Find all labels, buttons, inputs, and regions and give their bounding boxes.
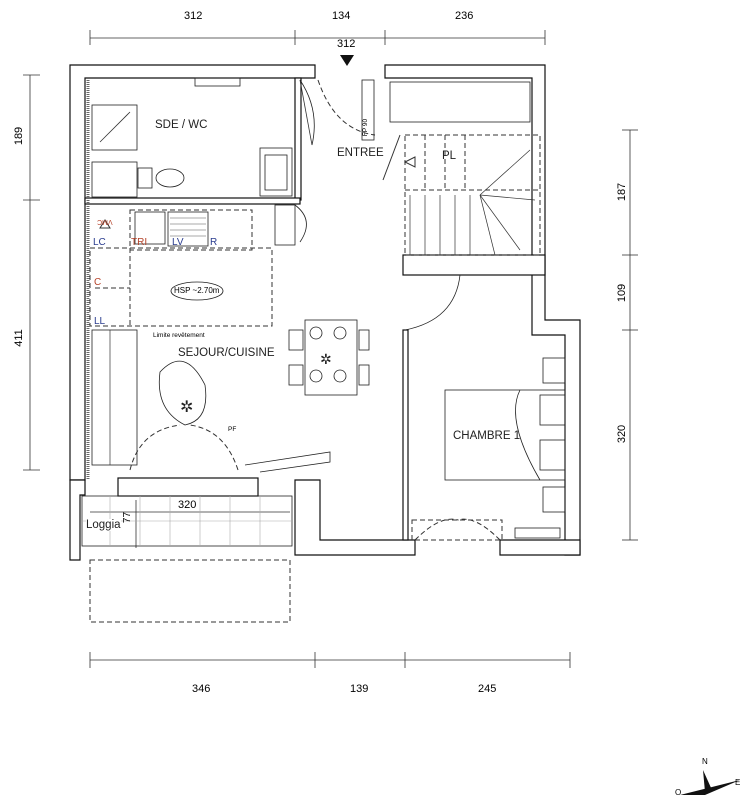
entry-arrow-icon: [340, 55, 354, 66]
compass-west: O: [675, 788, 682, 797]
fp90-label: FP 90: [362, 118, 370, 137]
room-pl: PL: [442, 150, 457, 162]
pf-label: PF: [228, 426, 237, 433]
vmc-label: VMC: [97, 218, 113, 225]
dim-right-2: 109: [616, 283, 629, 303]
dim-top-3: 236: [455, 10, 474, 22]
dim-right-1: 187: [616, 182, 629, 202]
r-label: R: [210, 237, 218, 248]
dim-left-1: 189: [13, 126, 26, 146]
dim-right-3: 320: [616, 424, 629, 444]
lv-label: LV: [172, 237, 184, 248]
room-sde-wc: SDE / WC: [155, 119, 208, 131]
tri-label: TRI: [131, 237, 148, 248]
dimension-lines: [23, 30, 638, 668]
dim-loggia-depth: 77: [122, 511, 134, 524]
entry-dimension: 312: [337, 38, 356, 50]
room-loggia: Loggia: [86, 519, 121, 531]
svg-text:✲: ✲: [180, 399, 193, 416]
ceiling-height-label: HSP ~2.70m: [174, 286, 220, 295]
kitchen: [89, 204, 307, 327]
room-chambre-1: CHAMBRE 1: [453, 430, 521, 442]
c-label: C: [94, 277, 102, 288]
limite-revetement-label: Limite revêtement: [153, 332, 205, 339]
room-sejour-cuisine: SEJOUR/CUISINE: [178, 347, 275, 359]
dim-bottom-3: 245: [478, 683, 497, 695]
ll-label: LL: [94, 316, 106, 327]
compass-icon: [680, 770, 740, 795]
loggia-area: [81, 495, 293, 623]
compass-north: N: [702, 757, 708, 766]
dim-bottom-2: 139: [350, 683, 369, 695]
dim-top-1: 312: [184, 10, 203, 22]
dim-loggia-width: 320: [178, 499, 197, 511]
dim-top-2: 134: [332, 10, 351, 22]
dim-bottom-1: 346: [192, 683, 211, 695]
compass-east: E: [735, 778, 741, 787]
bathroom-fixtures: [91, 77, 315, 198]
walls: [69, 64, 581, 561]
vmc-icon: [99, 219, 111, 229]
living-furniture: ✲ ✲: [91, 319, 370, 473]
stairs: [317, 79, 541, 331]
lc-label: LC: [93, 237, 106, 248]
room-entree: ENTREE: [337, 147, 384, 159]
dim-left-2: 411: [12, 329, 25, 347]
svg-text:✲: ✲: [320, 351, 332, 367]
bedroom-furniture: [411, 357, 566, 541]
